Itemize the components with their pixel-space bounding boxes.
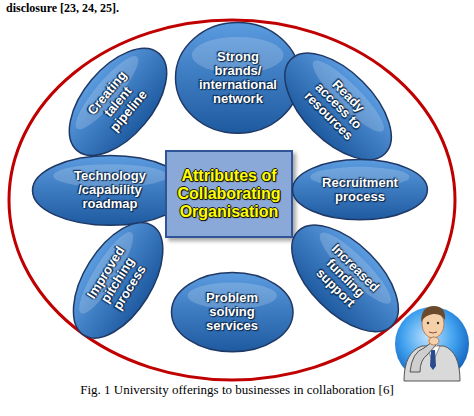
offering-label: Problem solving services bbox=[189, 291, 274, 333]
central-title: Attributes of Collaborating Organisation bbox=[173, 167, 285, 221]
enclosing-ellipse bbox=[9, 20, 455, 380]
offering-oval: Increased funding support bbox=[271, 204, 419, 352]
offering-label: Strong brands/ international network bbox=[193, 50, 283, 106]
text-group: Problem solving services bbox=[189, 291, 274, 333]
offering-oval: Recruitment process bbox=[291, 158, 429, 221]
caption-text: Fig. 1 University offerings to businesse… bbox=[80, 383, 394, 398]
thinking-man-icon bbox=[395, 306, 469, 381]
text-group: Technology /capability roadmap bbox=[60, 169, 160, 211]
text-group: Recruitment process bbox=[310, 176, 410, 204]
offering-oval: Problem solving services bbox=[170, 271, 295, 353]
header-fragment: disclosure [23, 24, 25]. bbox=[6, 1, 119, 15]
text-group: Strong brands/ international network bbox=[193, 50, 283, 106]
offering-label: Recruitment process bbox=[310, 176, 410, 204]
figure-caption: Fig. 1 University offerings to businesse… bbox=[0, 383, 474, 398]
offering-oval: Improved pitching process bbox=[53, 205, 183, 355]
offering-oval: Strong brands/ international network bbox=[174, 21, 301, 135]
text-group: Attributes of Collaborating Organisation bbox=[173, 167, 285, 221]
central-box: Attributes of Collaborating Organisation bbox=[165, 150, 293, 238]
offering-label: Technology /capability roadmap bbox=[60, 169, 160, 211]
